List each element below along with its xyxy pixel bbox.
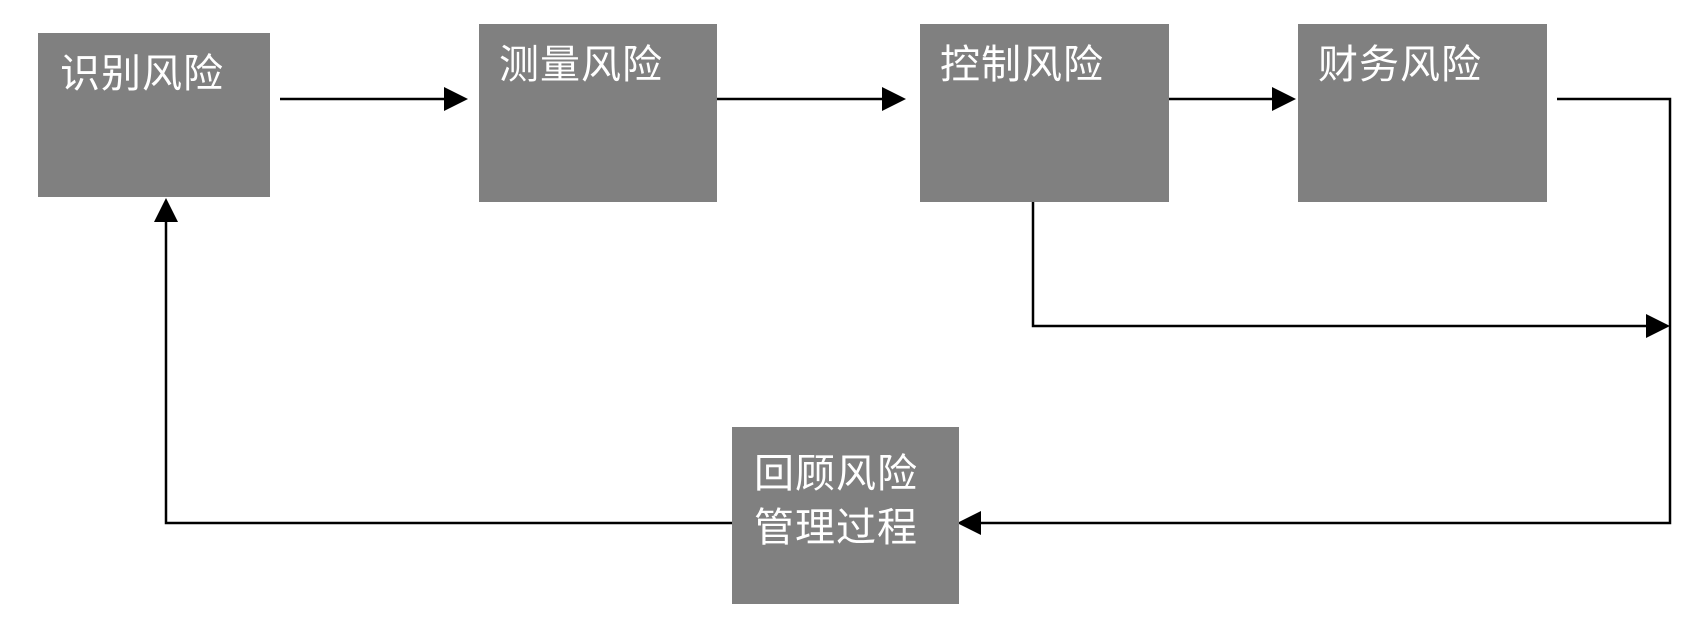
- node-review-process-label-line2: 管理过程: [754, 505, 918, 551]
- arrowhead-into-identify: [154, 198, 178, 222]
- node-identify-risk-label: 识别风险: [60, 51, 224, 97]
- node-measure-risk-label: 测量风险: [499, 42, 663, 88]
- arrowhead-identify-to-measure: [444, 87, 468, 111]
- arrowhead-measure-to-control: [882, 87, 906, 111]
- arrowhead-control-into-trunk: [1646, 314, 1670, 338]
- node-control-risk-label: 控制风险: [940, 42, 1104, 88]
- node-review-process-label-line1: 回顾风险: [754, 451, 918, 497]
- connector-review-to-identify: [164, 218, 732, 525]
- node-finance-risk-label: 财务风险: [1318, 42, 1482, 88]
- connector-control-to-trunk: [1031, 196, 1646, 328]
- node-review-process: 回顾风险 管理过程: [732, 427, 959, 604]
- node-finance-risk: 财务风险: [1298, 24, 1547, 202]
- node-control-risk: 控制风险: [920, 24, 1169, 202]
- arrowhead-control-to-finance: [1272, 87, 1296, 111]
- arrowhead-into-review: [957, 511, 981, 535]
- connector-finance-right-trunk: [975, 97, 1672, 525]
- node-identify-risk: 识别风险: [38, 33, 270, 197]
- node-measure-risk: 测量风险: [479, 24, 717, 202]
